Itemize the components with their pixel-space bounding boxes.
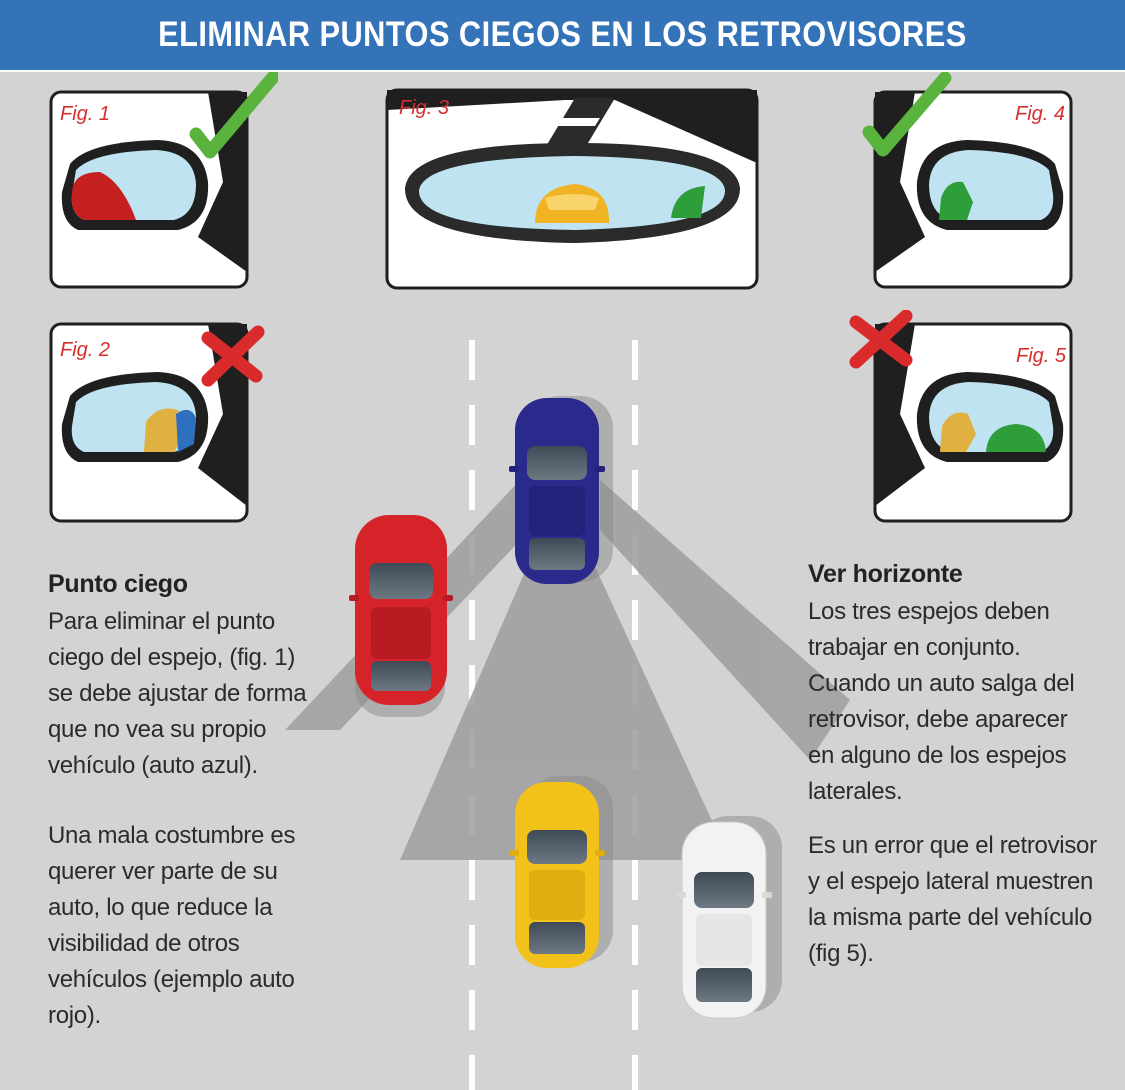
blind-spot-paragraph-1: Para eliminar el punto ciego del espejo,… bbox=[48, 608, 307, 779]
check-icon bbox=[189, 72, 278, 159]
figure-1-side-mirror: Fig. 1 bbox=[49, 72, 278, 289]
red-car bbox=[349, 515, 453, 717]
figure-2-label: Fig. 2 bbox=[60, 339, 110, 361]
cross-icon bbox=[201, 325, 265, 387]
blind-spot-paragraph-2: Una mala costumbre es querer ver parte d… bbox=[48, 822, 296, 1029]
figure-5-side-mirror: Fig. 5 bbox=[849, 310, 1073, 523]
white-car bbox=[676, 816, 782, 1019]
figure-5-label: Fig. 5 bbox=[1016, 345, 1067, 367]
figure-4-label: Fig. 4 bbox=[1015, 103, 1065, 125]
left-text-block: Punto ciego Para eliminar el punto ciego… bbox=[48, 566, 318, 1034]
check-icon bbox=[862, 72, 952, 157]
blue-car bbox=[509, 396, 613, 584]
figure-2-side-mirror: Fig. 2 bbox=[49, 322, 265, 523]
blind-spot-heading: Punto ciego bbox=[48, 570, 188, 598]
right-mirror-cone bbox=[600, 480, 850, 760]
cross-icon bbox=[849, 310, 913, 369]
right-text-block: Ver horizonte Los tres espejos deben tra… bbox=[808, 556, 1098, 972]
horizon-heading: Ver horizonte bbox=[808, 560, 963, 588]
figure-4-side-mirror: Fig. 4 bbox=[862, 72, 1073, 289]
horizon-paragraph-1: Los tres espejos deben trabajar en conju… bbox=[808, 598, 1075, 805]
yellow-car bbox=[509, 776, 613, 968]
page-title: ELIMINAR PUNTOS CIEGOS EN LOS RETROVISOR… bbox=[158, 15, 967, 54]
figure-3-label: Fig. 3 bbox=[399, 97, 449, 119]
header-banner: ELIMINAR PUNTOS CIEGOS EN LOS RETROVISOR… bbox=[0, 0, 1125, 72]
figure-3-rearview-mirror: Fig. 3 bbox=[385, 88, 759, 290]
figure-1-label: Fig. 1 bbox=[60, 103, 110, 125]
rear-mirror-cone bbox=[400, 560, 730, 860]
horizon-paragraph-2: Es un error que el retrovisor y el espej… bbox=[808, 832, 1097, 967]
